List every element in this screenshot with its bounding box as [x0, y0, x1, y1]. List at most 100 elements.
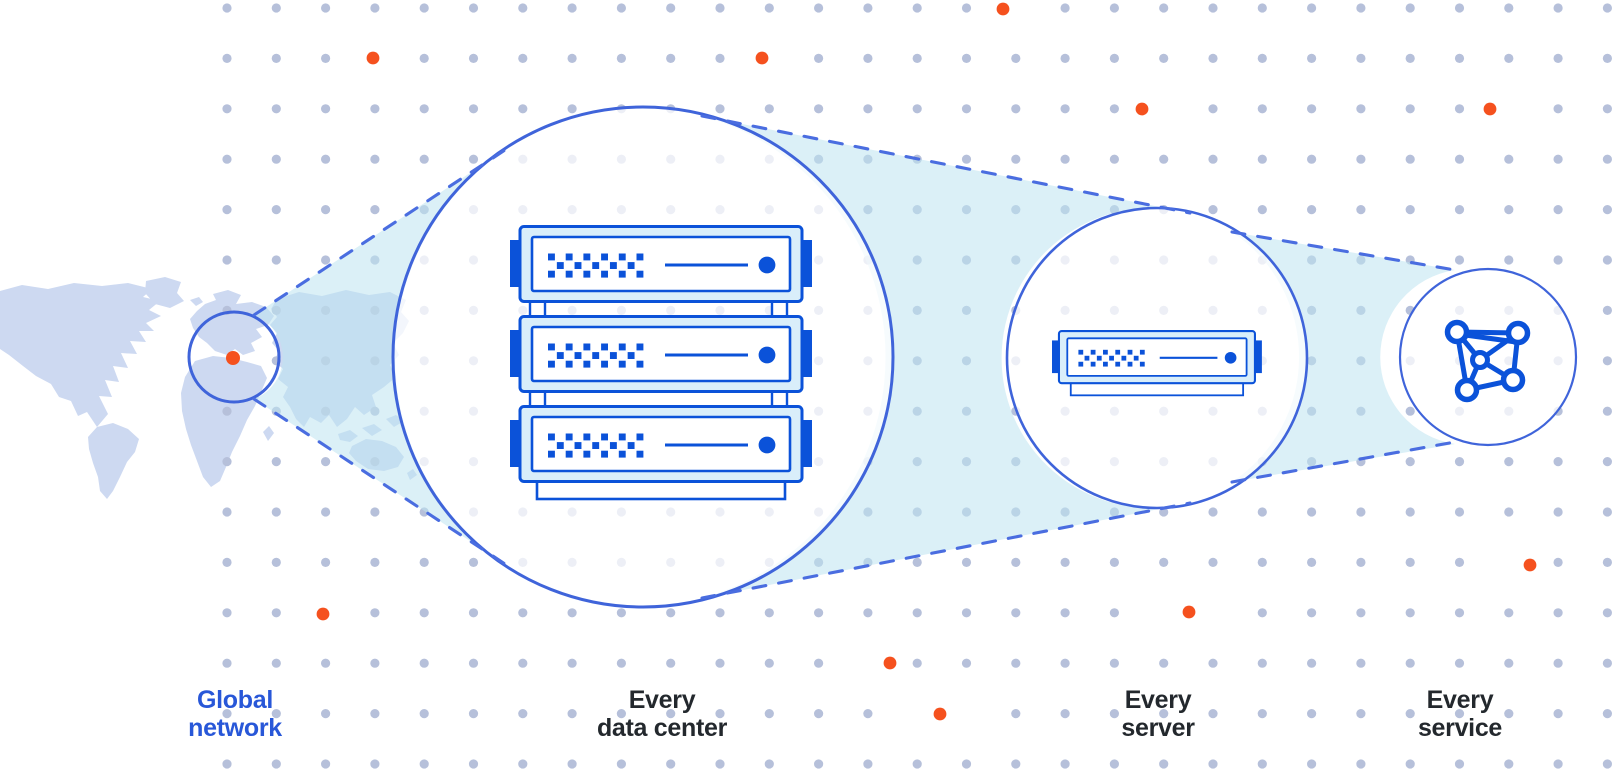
- grid-dot: [271, 557, 281, 568]
- orange-accent-dot: [1135, 102, 1149, 116]
- grid-dot: [1356, 507, 1366, 517]
- grid-dot: [567, 104, 577, 114]
- grid-dot: [1011, 759, 1021, 769]
- grid-dot: [1405, 457, 1415, 467]
- grid-dot: [222, 406, 232, 416]
- grid-dot: [814, 53, 824, 64]
- grid-dot: [666, 53, 676, 64]
- server-vent-pattern: [548, 433, 644, 458]
- grid-dot: [321, 53, 331, 64]
- grid-dot: [715, 658, 725, 668]
- grid-dot: [567, 3, 577, 13]
- grid-dot: [222, 104, 232, 114]
- grid-dot: [1109, 104, 1119, 114]
- grid-dot: [616, 709, 627, 719]
- grid-dot: [814, 709, 824, 719]
- grid-dot: [1602, 205, 1612, 215]
- grid-dot: [271, 3, 281, 13]
- grid-dot: [468, 154, 479, 164]
- orange-accent-dot: [755, 51, 769, 65]
- grid-dot: [1208, 759, 1218, 769]
- grid-dot: [764, 658, 774, 668]
- grid-dot: [370, 104, 380, 114]
- grid-dot: [1504, 255, 1514, 265]
- grid-dot: [715, 3, 725, 13]
- grid-dot: [1257, 3, 1267, 13]
- grid-dot: [1257, 53, 1267, 64]
- label-every-server: Every server: [1121, 686, 1195, 742]
- server-unit: [1052, 330, 1262, 397]
- grid-dot: [1356, 3, 1366, 13]
- grid-dot: [1307, 759, 1317, 769]
- grid-dot: [518, 658, 528, 668]
- grid-dot: [1356, 154, 1366, 164]
- grid-dot: [1159, 658, 1169, 668]
- grid-dot: [1553, 709, 1563, 719]
- grid-dot: [961, 759, 972, 769]
- grid-dot: [1159, 154, 1169, 164]
- graph-node-center: [1470, 350, 1490, 370]
- grid-dot: [961, 557, 972, 568]
- grid-dot: [468, 3, 479, 13]
- grid-dot: [271, 154, 281, 164]
- grid-dot: [370, 759, 380, 769]
- grid-dot: [715, 759, 725, 769]
- grid-dot: [321, 255, 331, 265]
- grid-dot: [1307, 709, 1317, 719]
- grid-dot: [1307, 3, 1317, 13]
- server-power-led: [758, 436, 776, 454]
- grid-dot: [1504, 608, 1514, 618]
- server-right-tab: [1252, 340, 1262, 374]
- dash-upper-3: [1230, 230, 1457, 272]
- label-every-data-center: Every data center: [596, 686, 728, 742]
- grid-dot: [222, 205, 232, 215]
- grid-dot: [1454, 154, 1465, 164]
- grid-dot: [1405, 608, 1415, 618]
- grid-dot: [222, 457, 232, 467]
- grid-dot: [1405, 205, 1415, 215]
- grid-dot: [1454, 507, 1465, 517]
- grid-dot: [1257, 658, 1267, 668]
- grid-dot: [764, 759, 774, 769]
- grid-dot: [912, 557, 922, 568]
- label-global-network: Global network: [188, 686, 282, 742]
- grid-dot: [321, 759, 331, 769]
- grid-dot: [1159, 3, 1169, 13]
- grid-dot: [321, 3, 331, 13]
- orange-accent-dot: [316, 607, 330, 621]
- grid-dot: [1109, 759, 1119, 769]
- grid-dot: [1504, 709, 1514, 719]
- grid-dot: [764, 709, 774, 719]
- server-power-led: [758, 346, 776, 364]
- grid-dot: [271, 507, 281, 517]
- grid-dot: [1109, 658, 1119, 668]
- orange-accent-dot: [933, 707, 947, 721]
- grid-dot: [616, 53, 627, 64]
- grid-dot: [666, 709, 676, 719]
- grid-dot: [1602, 457, 1612, 467]
- grid-dot: [1307, 205, 1317, 215]
- grid-dot: [1602, 53, 1612, 64]
- grid-dot: [1208, 658, 1218, 668]
- grid-dot: [1159, 557, 1169, 568]
- grid-dot: [1454, 255, 1465, 265]
- network-graph-icon: [1444, 319, 1531, 403]
- grid-dot: [1257, 154, 1267, 164]
- grid-dot: [419, 53, 429, 64]
- grid-dot: [567, 759, 577, 769]
- orange-accent-dot: [1523, 558, 1537, 572]
- graph-node-top-right: [1505, 320, 1531, 346]
- grid-dot: [271, 205, 281, 215]
- grid-dot: [518, 3, 528, 13]
- grid-dot: [1208, 3, 1218, 13]
- grid-dot: [1356, 759, 1366, 769]
- grid-dot: [1602, 608, 1612, 618]
- grid-dot: [1405, 3, 1415, 13]
- grid-dot: [1060, 608, 1070, 618]
- grid-dot: [370, 205, 380, 215]
- grid-dot: [1405, 709, 1415, 719]
- grid-dot: [468, 104, 479, 114]
- grid-dot: [468, 608, 479, 618]
- grid-dot: [1553, 205, 1563, 215]
